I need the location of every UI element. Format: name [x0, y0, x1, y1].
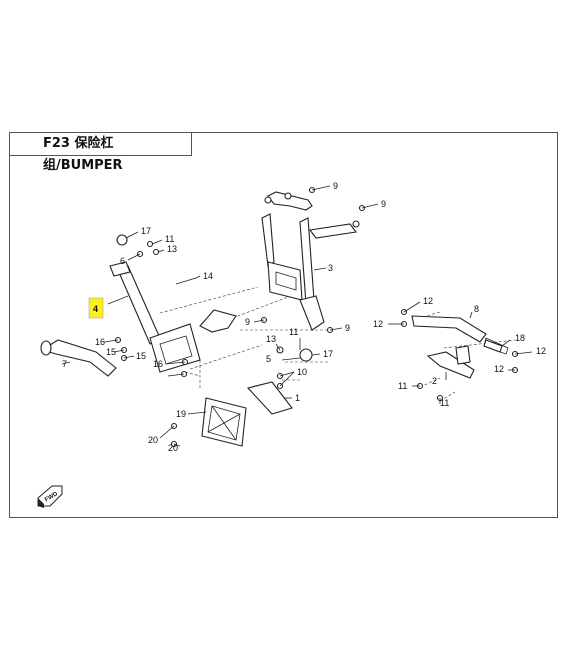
callout-8: 8 [474, 304, 479, 314]
callout-12: 12 [423, 296, 433, 306]
callout-9: 9 [345, 323, 350, 333]
assembly-lines [149, 286, 516, 402]
diagram-frame [9, 132, 558, 518]
callout-17: 17 [141, 226, 151, 236]
callout-6: 6 [120, 256, 125, 266]
fwd-direction-icon: FWD [37, 485, 63, 508]
callout-19: 19 [176, 409, 186, 419]
callout-11: 11 [289, 327, 298, 337]
highlight-marker [88, 297, 104, 319]
callout-15: 15 [106, 347, 116, 357]
callout-12: 12 [536, 346, 546, 356]
part-8-step-bar [411, 315, 509, 379]
callout-3: 3 [328, 263, 333, 273]
callout-2: 2 [432, 376, 437, 386]
leader-lines [61, 185, 533, 447]
callout-18: 18 [515, 333, 525, 343]
callout-20: 20 [168, 443, 178, 453]
callout-20: 20 [148, 435, 158, 445]
callout-16: 16 [153, 359, 163, 369]
callout-13: 13 [167, 244, 177, 254]
callout-15: 15 [136, 351, 146, 361]
callout-1: 1 [295, 393, 300, 403]
callout-labels: 9 9 17 11 13 6 3 14 4 12 12 8 9 9 16 15 … [62, 181, 546, 453]
callout-9: 9 [245, 317, 250, 327]
callout-13: 13 [266, 334, 276, 344]
callout-9: 9 [381, 199, 386, 209]
fasteners [114, 186, 519, 448]
part-3-upper-frame [261, 191, 360, 331]
callout-10: 10 [297, 367, 307, 377]
callout-11: 11 [398, 381, 407, 391]
callout-5: 5 [266, 354, 271, 364]
callout-7: 7 [62, 359, 67, 369]
callout-12: 12 [494, 364, 504, 374]
callout-12: 12 [373, 319, 383, 329]
callout-9: 9 [333, 181, 338, 191]
diagram-title: F23 保险杠组/BUMPER [9, 132, 192, 173]
callout-4: 4 [93, 304, 98, 314]
callout-14: 14 [203, 271, 213, 281]
callout-17: 17 [323, 349, 333, 359]
part-4-bumper-tube [109, 261, 237, 373]
callout-11: 11 [440, 398, 449, 408]
callout-16: 16 [95, 337, 105, 347]
part-7-side-tube [40, 339, 117, 377]
callout-11: 11 [165, 234, 174, 244]
part-1-bracket [201, 381, 293, 447]
